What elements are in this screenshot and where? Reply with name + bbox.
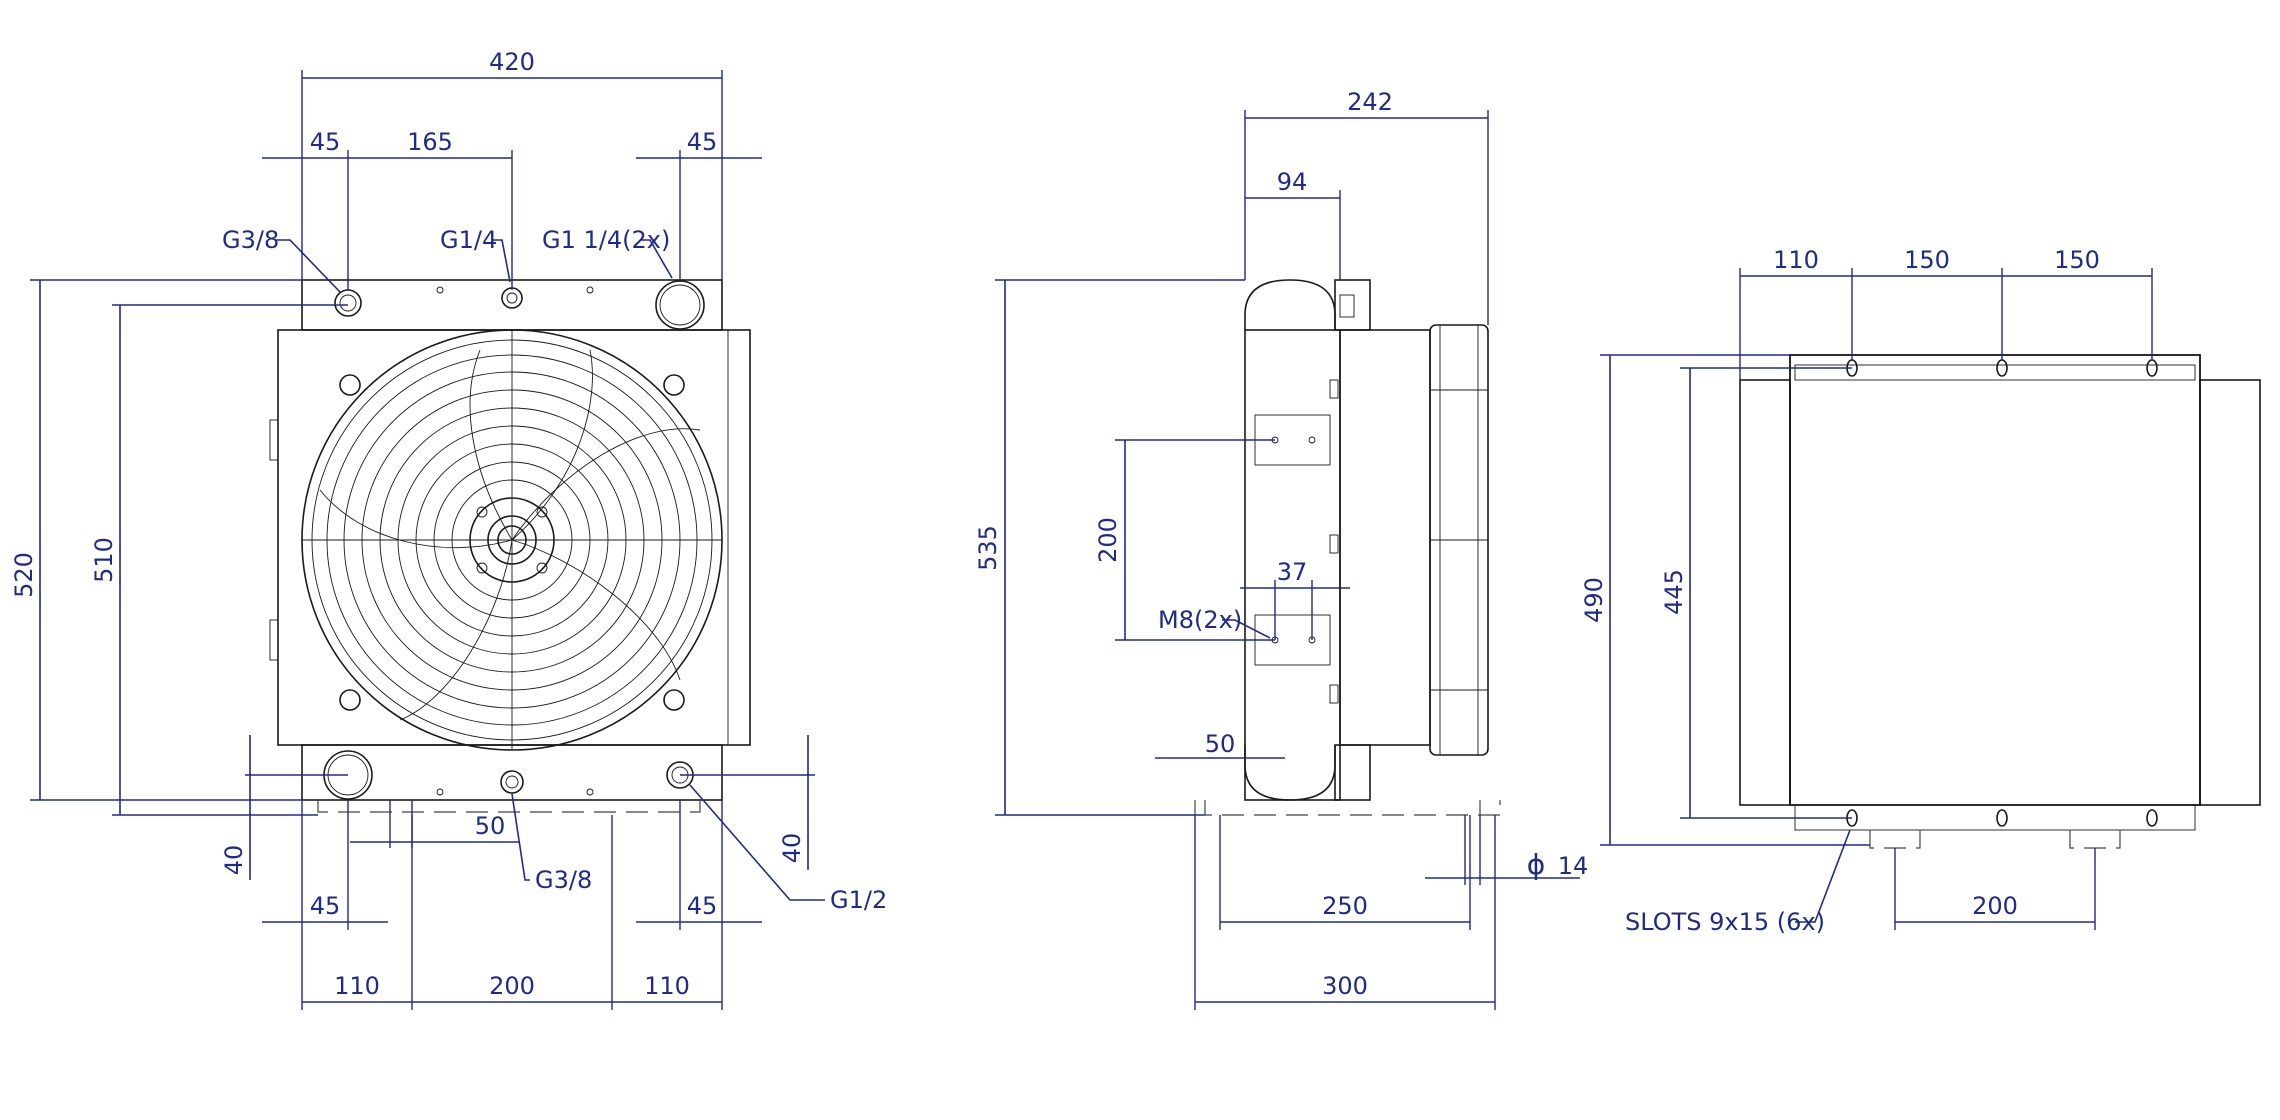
side-view: 242 94 535 200 37 M8(2x) 50 250 300	[974, 88, 1588, 1010]
dim-bottom-offset-left: 40	[220, 845, 248, 876]
top-right-flange	[2199, 379, 2261, 806]
label-g12: G1/2	[830, 886, 887, 914]
port-g14	[501, 287, 523, 309]
dim-height-445: 445	[1660, 569, 1688, 615]
dim-slot-110: 110	[1773, 246, 1819, 274]
port-g38-top	[334, 289, 362, 317]
top-view: 110 150 150 490 445 SLOTS 9x15 (6x) 200	[1580, 246, 2261, 936]
dim-bottom-200: 200	[489, 972, 535, 1000]
dim-bottom-offset-right: 40	[778, 833, 806, 864]
dim-height-overall-side: 535	[974, 525, 1002, 571]
dim-bottom-45-right: 45	[687, 892, 718, 920]
dim-bottom-45-left: 45	[310, 892, 341, 920]
dim-hole-diameter: 14	[1558, 852, 1589, 880]
top-left-flange	[1739, 379, 1791, 806]
dim-foot-spacing-200: 200	[1972, 892, 2018, 920]
dim-depth-overall: 242	[1347, 88, 1393, 116]
dim-foot-spacing: 250	[1322, 892, 1368, 920]
label-g38-bottom: G3/8	[535, 866, 592, 894]
label-slots: SLOTS 9x15 (6x)	[1625, 908, 1825, 936]
port-g38-bottom	[500, 770, 524, 794]
side-fan-body	[1339, 329, 1431, 746]
dim-mount-width: 37	[1277, 558, 1308, 586]
dim-height-ports: 510	[90, 537, 118, 583]
dim-depth-front: 94	[1277, 168, 1308, 196]
dim-overall-width: 420	[489, 48, 535, 76]
dim-slot-150-b: 150	[2054, 246, 2100, 274]
dim-port-spacing: 165	[407, 128, 453, 156]
dim-offset-right: 45	[687, 128, 718, 156]
label-g14: G1/4	[440, 226, 497, 254]
hole-symbol: ϕ	[1527, 848, 1545, 881]
dim-foot-offset: 50	[1205, 730, 1236, 758]
dim-height-490: 490	[1580, 577, 1608, 623]
fan-hub	[469, 497, 555, 583]
dim-mount-spacing: 200	[1094, 517, 1122, 563]
dim-foot-width: 300	[1322, 972, 1368, 1000]
dim-slot-150-a: 150	[1904, 246, 1950, 274]
label-g38-top: G3/8	[222, 226, 279, 254]
dim-bottom-spacing-50: 50	[475, 812, 506, 840]
top-body	[1789, 354, 2201, 806]
dim-bottom-110-left: 110	[334, 972, 380, 1000]
dim-height-overall: 520	[10, 552, 38, 598]
dim-bottom-110-right: 110	[644, 972, 690, 1000]
label-g114: G1 1/4(2x)	[542, 226, 670, 254]
front-view: 420 45 165 45 G3/8 G1/4 G1 1/4(2x) 520 5…	[10, 48, 887, 1010]
dim-offset-left: 45	[310, 128, 341, 156]
fan-guard	[301, 329, 723, 751]
port-g114-top	[655, 280, 705, 330]
